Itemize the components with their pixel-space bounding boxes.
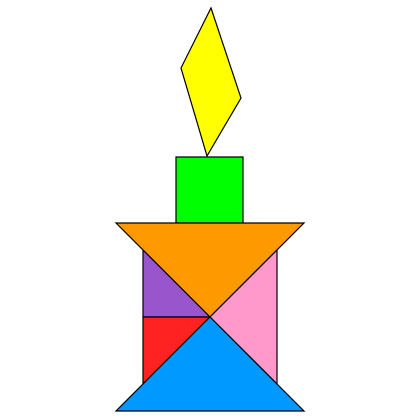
wick-block-piece (175, 156, 244, 224)
tangram-pieces (114, 6, 306, 412)
bottom-large-triangle-piece (114, 316, 306, 412)
flame-piece (180, 6, 242, 158)
